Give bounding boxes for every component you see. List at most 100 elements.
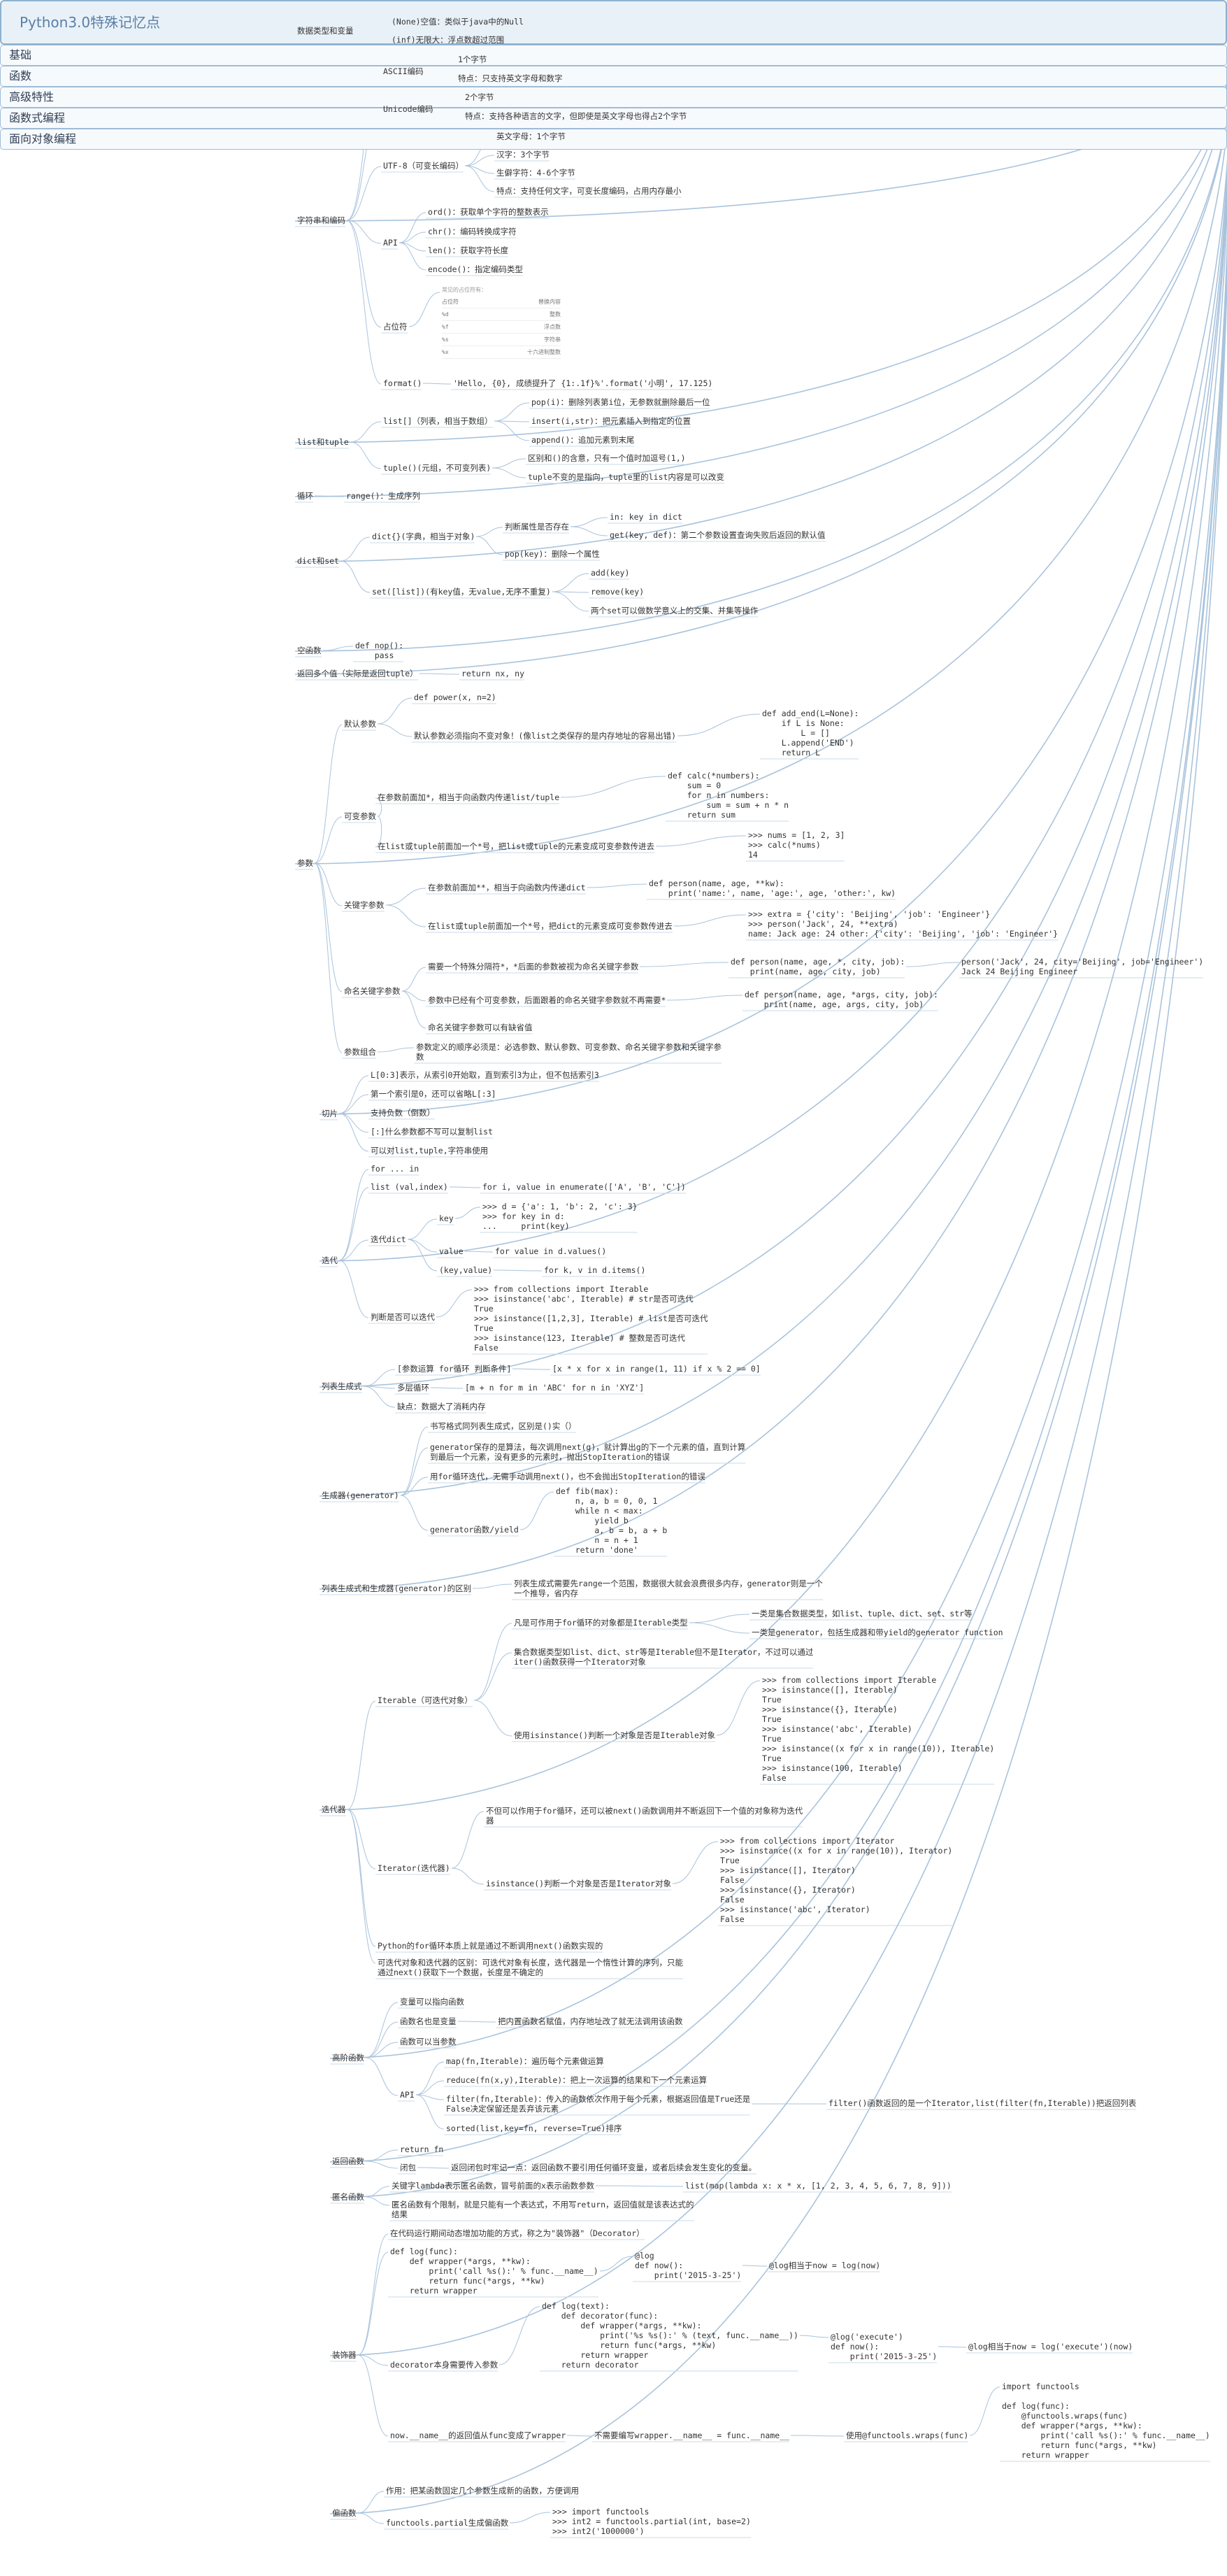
node-default-1[interactable]: def power(x, n=2) — [414, 692, 496, 702]
node-api-ord[interactable]: ord()：获取单个字符的整数表示 — [428, 207, 549, 217]
node-partial[interactable]: 偏函数 — [332, 2508, 357, 2518]
node-combo-1[interactable]: 参数定义的顺序必须是：必选参数、默认参数、可变参数、命名关键字参数和关键字参 数 — [416, 1042, 722, 1062]
node-none[interactable]: (None)空值：类似于java中的Null — [392, 17, 524, 27]
node-dict-key[interactable]: 判断属性是否存在 — [505, 522, 569, 532]
node-tuple-2[interactable]: tuple不变的是指向，tuple里的list内容是可以改变 — [528, 472, 724, 482]
node-lambda-1[interactable]: 关键字lambda表示匿名函数，冒号前面的x表示函数参数 — [392, 2181, 594, 2191]
node-lc-1[interactable]: [参数运算 for循环 判断条件] — [397, 1364, 512, 1374]
code-deco-1b[interactable]: @log def now(): print('2015-3-25') — [635, 2251, 742, 2280]
node-iterator[interactable]: 迭代器 — [322, 1805, 346, 1814]
node-default-params[interactable]: 默认参数 — [344, 719, 376, 729]
node-slice[interactable]: 切片 — [322, 1109, 338, 1118]
node-utf8-1[interactable]: 英文字母：1个字节 — [496, 131, 566, 141]
node-gen-1[interactable]: 书写格式同列表生成式，区别是()实（） — [430, 1421, 577, 1431]
node-dict-pop[interactable]: pop(key)：删除一个属性 — [505, 549, 600, 559]
node-iterator-2[interactable]: isinstance()判断一个对象是否是Iterator对象 — [486, 1879, 671, 1888]
node-hof-3[interactable]: 函数可以当参数 — [400, 2037, 457, 2047]
node-api-len[interactable]: len()：获取字符长度 — [428, 245, 509, 255]
node-iter-note-1[interactable]: Python的for循环本质上就是通过不断调用next()函数实现的 — [378, 1941, 603, 1951]
node-default-2[interactable]: 默认参数必须指向不变对象！(像list之类保存的是内存地址的容易出错) — [414, 731, 677, 741]
code-deco-2[interactable]: def log(text): def decorator(func): def … — [542, 2301, 798, 2370]
node-iterator-type[interactable]: Iterator(迭代器) — [378, 1863, 450, 1873]
node-decorator[interactable]: 装饰器 — [332, 2350, 357, 2360]
node-list-pop[interactable]: pop(i)：删除列表第i位，无参数就删除最后一位 — [531, 397, 710, 407]
node-gen-3[interactable]: 用for循环迭代，无需手动调用next()，也不会抛出StopIteration… — [430, 1472, 705, 1481]
node-slice-5[interactable]: 可以对list,tuple,字符串使用 — [371, 1146, 489, 1155]
node-named-1[interactable]: 需要一个特殊分隔符*，*后面的参数被视为命名关键字参数 — [428, 962, 639, 972]
node-iter-key[interactable]: key — [439, 1214, 454, 1223]
node-iteration[interactable]: 迭代 — [322, 1255, 338, 1265]
node-iterable-3[interactable]: 使用isinstance()判断一个对象是否是Iterable对象 — [514, 1730, 715, 1740]
node-var-params[interactable]: 可变参数 — [344, 811, 376, 821]
node-dict-in[interactable]: in: key in dict — [610, 512, 682, 522]
code-lc-2[interactable]: [m + n for m in 'ABC' for n in 'XYZ'] — [465, 1383, 645, 1393]
node-ascii[interactable]: ASCII编码 — [383, 66, 424, 76]
node-placeholder[interactable]: 占位符 — [383, 322, 408, 332]
node-loop-range[interactable]: range()：生成序列 — [346, 491, 420, 501]
node-list-tuple[interactable]: list和tuple — [297, 437, 349, 447]
section-functional[interactable]: 函数式编程 — [0, 108, 1227, 129]
code-iter-kv[interactable]: for k, v in d.items() — [544, 1265, 646, 1275]
node-utf8-4[interactable]: 特点：支持任何文字，可变长度编码，占用内存最小 — [496, 186, 682, 196]
code-deco-2b[interactable]: @log('execute') def now(): print('2015-3… — [831, 2332, 938, 2361]
node-loop[interactable]: 循环 — [297, 491, 313, 501]
section-oop[interactable]: 面向对象编程 — [0, 129, 1227, 150]
node-lambda-2[interactable]: 匿名函数有个限制，就是只能有一个表达式，不用写return，返回值就是该表达式的… — [392, 2200, 694, 2219]
code-default[interactable]: def add_end(L=None): if L is None: L = [… — [762, 709, 859, 757]
node-iterable[interactable]: Iterable（可迭代对象） — [378, 1695, 473, 1705]
node-return-fn[interactable]: return fn — [400, 2144, 444, 2154]
node-format-example[interactable]: 'Hello, {0}, 成绩提升了 {1:.1f}%'.format('小明'… — [453, 378, 713, 388]
node-return-function[interactable]: 返回函数 — [332, 2156, 364, 2166]
code-enumerate[interactable]: for i, value in enumerate(['A', 'B', 'C'… — [482, 1182, 686, 1192]
code-lc-1[interactable]: [x * x for x in range(1, 11) if x % 2 ==… — [552, 1364, 761, 1374]
node-api-chr[interactable]: chr()：编码转换成字符 — [428, 227, 517, 236]
code-kw-2[interactable]: >>> extra = {'city': 'Beijing', 'job': '… — [748, 909, 1059, 939]
node-closure-note[interactable]: 返回闭包时牢记一点：返回函数不要引用任何循环变量，或者后续会发生变化的变量。 — [451, 2163, 756, 2172]
node-iterable-2[interactable]: 集合数据类型如list、dict、str等是Iterable但不是Iterato… — [514, 1647, 814, 1667]
node-set[interactable]: set([list])(有key值，无value,无序不重复) — [372, 587, 551, 597]
node-deco-2c[interactable]: @log相当于now = log('execute')(now) — [968, 2342, 1133, 2351]
node-deco-3[interactable]: now.__name__的返回值从func变成了wrapper — [390, 2431, 566, 2440]
node-tuple-1[interactable]: 区别和()的含意，只有一个值时加逗号(1,) — [528, 453, 686, 463]
node-combo-params[interactable]: 参数组合 — [344, 1047, 376, 1057]
node-dict-set[interactable]: dict和set — [297, 556, 339, 566]
node-params[interactable]: 参数 — [297, 858, 313, 868]
code-deco-1[interactable]: def log(func): def wrapper(*args, **kw):… — [390, 2247, 598, 2296]
node-kw-2[interactable]: 在list或tuple前面加一个*号，把dict的元素变成可变参数传进去 — [428, 921, 673, 931]
node-var-1[interactable]: 在参数前面加*，相当于向函数内传递list/tuple — [378, 792, 560, 802]
node-dict[interactable]: dict{}(字典，相当于对象) — [372, 532, 475, 541]
node-list-enumerate[interactable]: list (val,index) — [371, 1182, 448, 1192]
node-hof-2[interactable]: 函数名也是变量 — [400, 2016, 457, 2026]
node-deco-3c[interactable]: 使用@functools.wraps(func) — [846, 2431, 969, 2440]
node-slice-2[interactable]: 第一个索引是0，还可以省略L[:3] — [371, 1089, 496, 1099]
code-var-1[interactable]: def calc(*numbers): sum = 0 for n in num… — [668, 771, 789, 820]
node-slice-1[interactable]: L[0:3]表示，从索引0开始取，直到索引3为止，但不包括索引3 — [371, 1070, 599, 1080]
node-datatypes[interactable]: 数据类型和变量 — [297, 26, 354, 36]
node-unicode-1[interactable]: 2个字节 — [465, 92, 494, 102]
node-hof[interactable]: 高阶函数 — [332, 2053, 364, 2063]
node-hof-api[interactable]: API — [400, 2090, 415, 2100]
node-slice-4[interactable]: [:]什么参数都不写可以复制list — [371, 1127, 493, 1137]
code-named-2[interactable]: def person(name, age, *args, city, job):… — [745, 990, 938, 1009]
node-partial-1[interactable]: 作用：把某函数固定几个参数生成新的函数，方便调用 — [386, 2486, 579, 2496]
code-multi-return[interactable]: return nx, ny — [461, 669, 525, 678]
code-iterable[interactable]: >>> from collections import Iterable >>>… — [762, 1675, 995, 1783]
code-iter-value[interactable]: for value in d.values() — [495, 1246, 607, 1256]
node-named-2[interactable]: 参数中已经有个可变参数，后面跟着的命名关键字参数就不再需要* — [428, 995, 666, 1005]
root-topic[interactable]: Python3.0特殊记忆点 — [0, 0, 1227, 45]
node-lc-vs-gen[interactable]: 列表生成式和生成器(generator)的区别 — [322, 1584, 472, 1593]
node-format[interactable]: format() — [383, 378, 422, 388]
code-var-2[interactable]: >>> nums = [1, 2, 3] >>> calc(*nums) 14 — [748, 830, 845, 860]
node-iter-dict[interactable]: 迭代dict — [371, 1234, 406, 1244]
node-set-ops[interactable]: 两个set可以做数学意义上的交集、并集等操作 — [591, 606, 759, 615]
node-generator[interactable]: 生成器(generator) — [322, 1490, 399, 1500]
node-kw-params[interactable]: 关键字参数 — [344, 900, 385, 910]
node-list-comprehension[interactable]: 列表生成式 — [322, 1381, 362, 1391]
node-named-3[interactable]: 命名关键字参数可以有缺省值 — [428, 1023, 533, 1032]
node-dict-get[interactable]: get(key, def)：第二个参数设置查询失败后返回的默认值 — [610, 530, 826, 540]
node-set-remove[interactable]: remove(key) — [591, 587, 645, 597]
node-deco-1[interactable]: 在代码运行期间动态增加功能的方式，称之为"装饰器"（Decorator） — [390, 2228, 645, 2238]
node-lc-2[interactable]: 多层循环 — [397, 1383, 429, 1393]
code-lambda[interactable]: list(map(lambda x: x * x, [1, 2, 3, 4, 5… — [685, 2181, 952, 2191]
code-named-1[interactable]: def person(name, age, *, city, job): pri… — [731, 957, 905, 976]
